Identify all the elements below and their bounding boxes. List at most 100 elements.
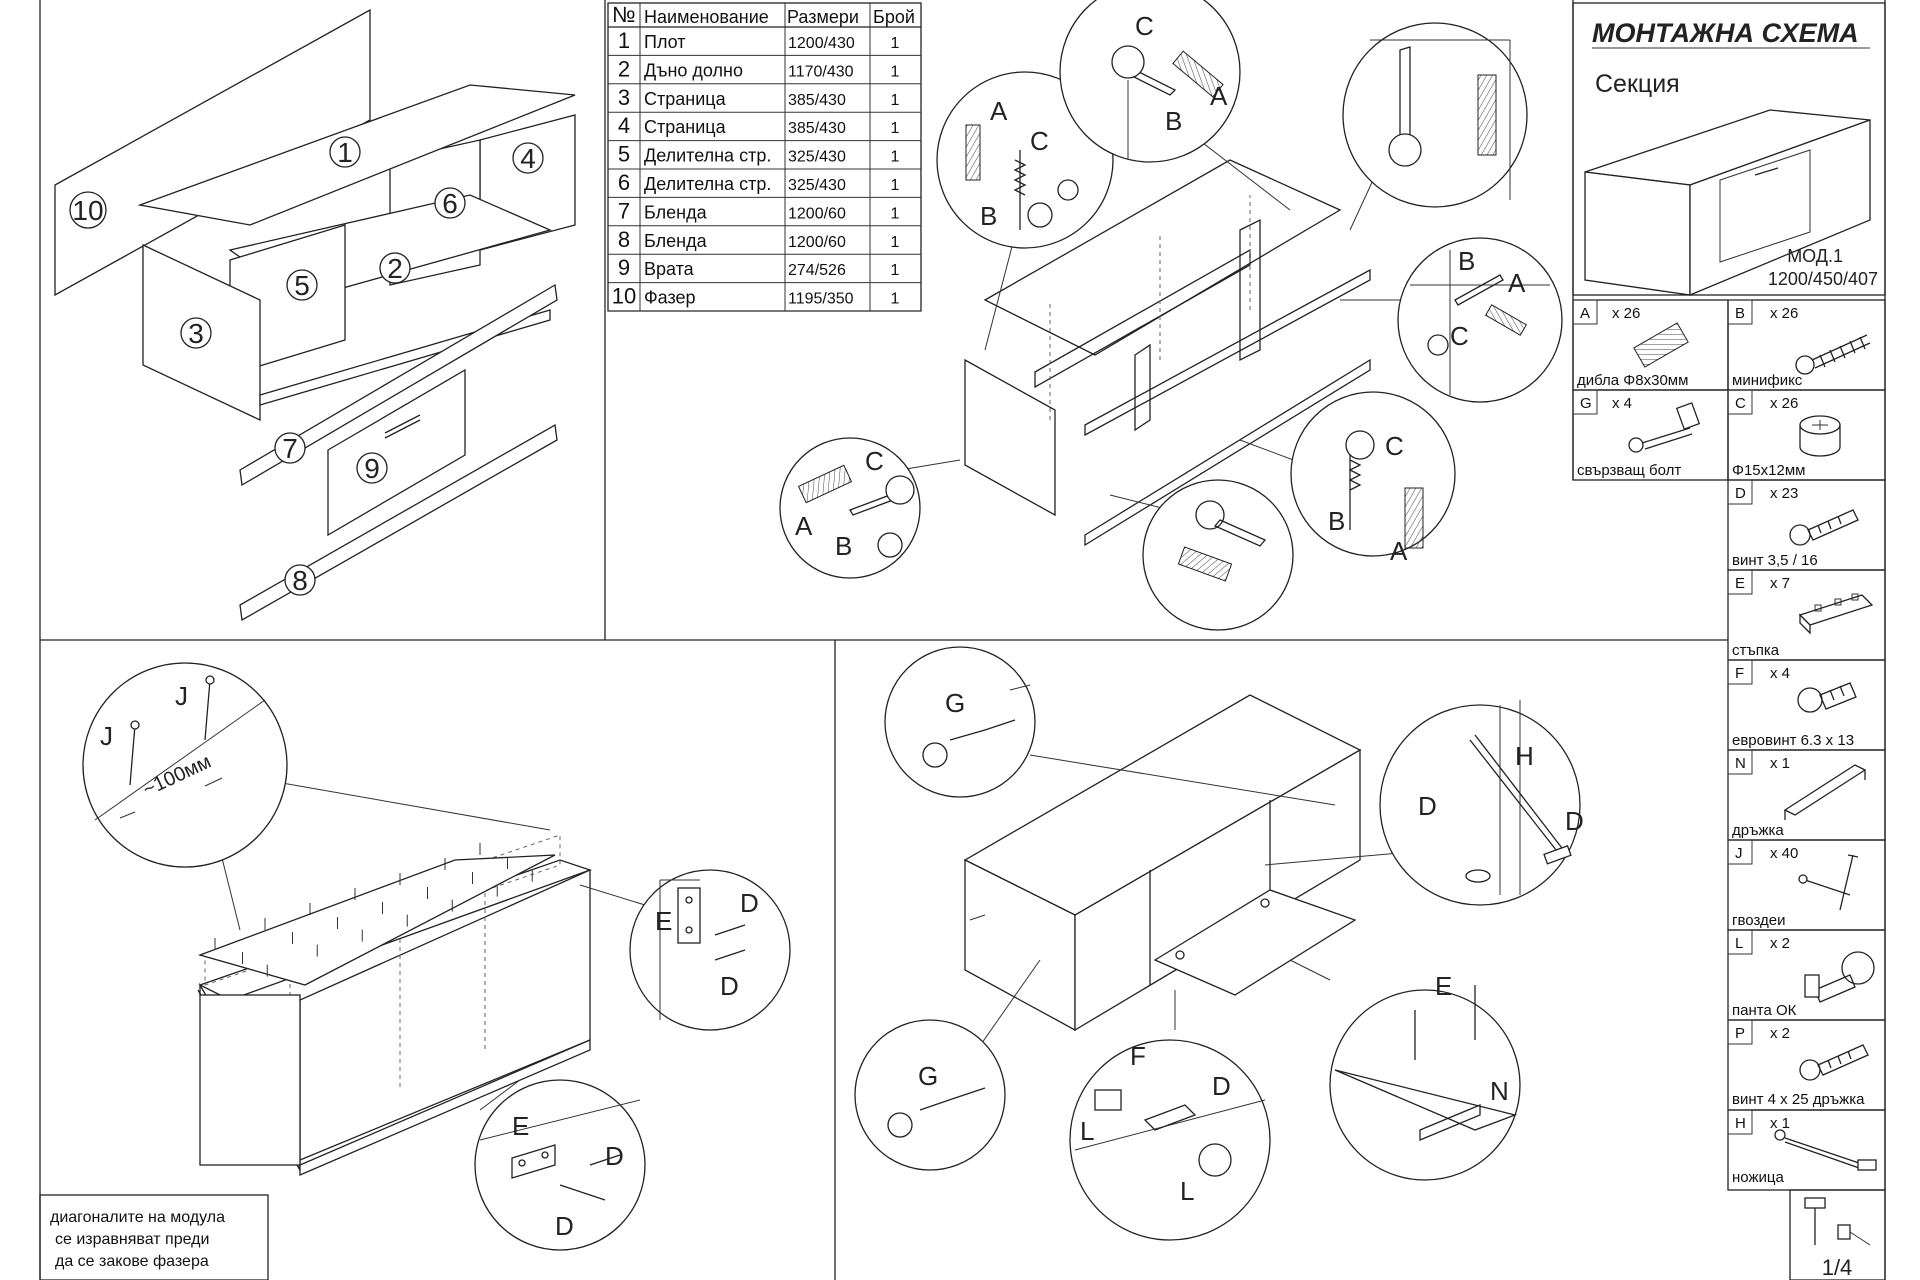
table-cell-name: Плот bbox=[644, 32, 686, 52]
table-cell-qty: 1 bbox=[891, 149, 900, 166]
svg-text:B: B bbox=[1458, 246, 1475, 276]
nail-detail-circle: J J ~100мм bbox=[82, 662, 288, 868]
hammer-icon bbox=[1804, 1197, 1871, 1246]
table-cell-no: 8 bbox=[618, 227, 630, 252]
svg-text:D: D bbox=[605, 1141, 624, 1171]
back-panel bbox=[54, 8, 371, 297]
table-cell-size: 1200/60 bbox=[788, 234, 846, 251]
table-cell-no: 2 bbox=[618, 56, 630, 81]
table-cell-qty: 1 bbox=[891, 92, 900, 109]
table-cell-size: 385/430 bbox=[788, 120, 846, 137]
svg-text:x 1: x 1 bbox=[1770, 755, 1790, 772]
svg-text:G: G bbox=[918, 1061, 938, 1091]
lid-stay-icon bbox=[1774, 1129, 1877, 1171]
svg-text:F: F bbox=[1130, 1041, 1146, 1071]
svg-text:N: N bbox=[1735, 755, 1746, 772]
part-label-2: 2 bbox=[379, 252, 411, 284]
svg-text:x 2: x 2 bbox=[1770, 935, 1790, 952]
part-label-1: 1 bbox=[329, 136, 361, 168]
svg-text:B: B bbox=[835, 531, 852, 561]
svg-text:винт 4 x 25 дръжка: винт 4 x 25 дръжка bbox=[1732, 1091, 1865, 1108]
handle-detail: E N bbox=[1329, 971, 1521, 1181]
table-cell-name: Фазер bbox=[644, 288, 696, 308]
table-cell-size: 1170/430 bbox=[788, 63, 854, 80]
screw-icon bbox=[1789, 509, 1859, 546]
hardware-item-p: P x 2 винт 4 x 25 дръжка bbox=[1727, 1019, 1869, 1108]
table-cell-qty: 1 bbox=[891, 234, 900, 251]
svg-text:7: 7 bbox=[282, 433, 298, 464]
table-cell-name: Врата bbox=[644, 259, 695, 279]
table-cell-no: 6 bbox=[618, 170, 630, 195]
table-cell-name: Делителна стр. bbox=[644, 174, 771, 194]
table-cell-size: 1195/350 bbox=[788, 291, 854, 308]
nail-icon bbox=[1798, 854, 1859, 911]
svg-text:H: H bbox=[1515, 741, 1534, 771]
handle-icon bbox=[1783, 764, 1867, 820]
part-label-8: 8 bbox=[284, 564, 316, 596]
svg-text:L: L bbox=[1735, 935, 1743, 952]
table-cell-size: 385/430 bbox=[788, 92, 846, 109]
svg-text:D: D bbox=[1212, 1071, 1231, 1101]
table-cell-qty: 1 bbox=[891, 63, 900, 80]
table-cell-qty: 1 bbox=[891, 291, 900, 308]
hinge-detail: F L L D bbox=[1069, 1039, 1271, 1241]
svg-text:J: J bbox=[175, 681, 188, 711]
svg-text:дръжка: дръжка bbox=[1732, 822, 1784, 839]
svg-text:B: B bbox=[980, 201, 997, 231]
svg-text:C: C bbox=[865, 446, 884, 476]
bracket-detail-circle-2: E D D bbox=[474, 1079, 646, 1251]
hinge-icon bbox=[1804, 951, 1875, 1003]
assembly-step-3: J J ~100мм E D D E bbox=[39, 662, 791, 1280]
svg-text:x 4: x 4 bbox=[1612, 395, 1632, 412]
table-cell-no: 1 bbox=[618, 28, 630, 53]
svg-text:F: F bbox=[1735, 665, 1744, 682]
svg-text:D: D bbox=[1418, 791, 1437, 821]
svg-text:L: L bbox=[1180, 1176, 1194, 1206]
svg-text:x 2: x 2 bbox=[1770, 1025, 1790, 1042]
svg-text:x 26: x 26 bbox=[1770, 395, 1798, 412]
hardware-item-d: D x 23 винт 3,5 / 16 bbox=[1727, 479, 1859, 569]
table-cell-name: Страница bbox=[644, 89, 727, 109]
table-cell-qty: 1 bbox=[891, 205, 900, 222]
svg-text:A: A bbox=[1390, 536, 1408, 566]
svg-text:да се закове фазера: да се закове фазера bbox=[55, 1253, 209, 1270]
part-label-9: 9 bbox=[356, 452, 388, 484]
svg-text:6: 6 bbox=[442, 188, 458, 219]
svg-text:Φ15x12мм: Φ15x12мм bbox=[1732, 462, 1805, 479]
svg-text:G: G bbox=[945, 688, 965, 718]
hardware-item-b: B x 26 минификс bbox=[1727, 299, 1871, 389]
nail-grid bbox=[214, 843, 533, 977]
table-cell-name: Делителна стр. bbox=[644, 146, 771, 166]
part-label-7: 7 bbox=[274, 432, 306, 464]
table-cell-size: 325/430 bbox=[788, 177, 846, 194]
connecting-bolt-icon bbox=[1628, 402, 1701, 453]
euroscrew-icon bbox=[1797, 682, 1857, 713]
table-cell-name: Страница bbox=[644, 117, 727, 137]
hardware-list: A x 26 дибла Φ8x30мм B x 26 минификс G x… bbox=[1572, 299, 1886, 1191]
blende-top bbox=[239, 283, 558, 487]
dowel-icon bbox=[1633, 322, 1689, 368]
table-header-no: № bbox=[612, 2, 636, 27]
table-cell-name: Бленда bbox=[644, 202, 708, 222]
svg-text:B: B bbox=[1735, 305, 1745, 322]
table-cell-name: Бленда bbox=[644, 231, 708, 251]
svg-text:D: D bbox=[1735, 485, 1746, 502]
part-label-6: 6 bbox=[434, 187, 466, 219]
page-number-box: 1/4 bbox=[1789, 1189, 1886, 1280]
svg-text:1: 1 bbox=[337, 137, 353, 168]
minifix-screw-icon bbox=[1795, 334, 1871, 375]
svg-text:x 4: x 4 bbox=[1770, 665, 1790, 682]
svg-text:G: G bbox=[1580, 395, 1592, 412]
svg-text:J: J bbox=[1735, 845, 1743, 862]
svg-text:евровинт 6.3 x 13: евровинт 6.3 x 13 bbox=[1732, 732, 1854, 749]
assembly-step-2: A B C C A B B bbox=[779, 0, 1563, 631]
svg-text:8: 8 bbox=[292, 565, 308, 596]
table-cell-name: Дъно долно bbox=[644, 60, 743, 80]
cabinet-thumbnail bbox=[1584, 109, 1871, 296]
svg-text:P: P bbox=[1735, 1025, 1745, 1042]
shelf-support-icon bbox=[1798, 593, 1874, 635]
svg-text:x 1: x 1 bbox=[1770, 1115, 1790, 1132]
model-label: МОД.1 bbox=[1787, 246, 1843, 266]
exploded-view: 1 2 3 4 5 6 7 8 9 10 bbox=[54, 8, 576, 622]
